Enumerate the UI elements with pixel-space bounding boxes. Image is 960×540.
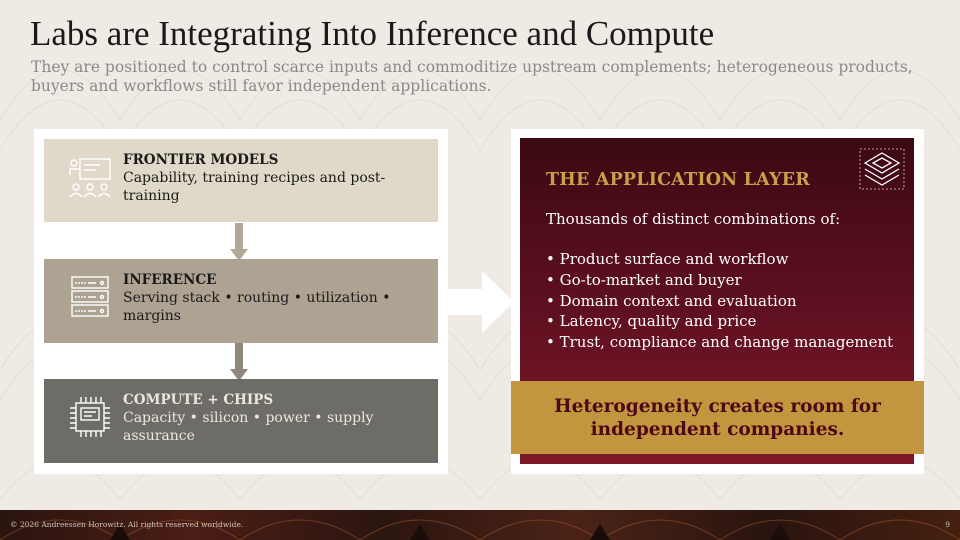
- copyright-notice: © 2026 Andreessen Horowitz. All rights r…: [10, 520, 244, 529]
- application-layer-panel: THE APPLICATION LAYER Thousands of disti…: [511, 129, 924, 474]
- stack-desc: Capacity • silicon • power • supply assu…: [123, 410, 374, 444]
- stack-box-inference: INFERENCE Serving stack • routing • util…: [44, 259, 438, 343]
- stack-desc: Capability, training recipes and post-tr…: [123, 170, 386, 204]
- stack-title: FRONTIER MODELS: [123, 152, 279, 168]
- list-item: Trust, compliance and change management: [546, 332, 894, 353]
- list-item: Go-to-market and buyer: [546, 270, 893, 291]
- page-number: 9: [945, 520, 950, 529]
- callout-text: Heterogeneity creates room for independe…: [554, 395, 881, 440]
- footer-decorative-pattern: [0, 519, 960, 540]
- heterogeneity-callout: Heterogeneity creates room for independe…: [511, 381, 924, 454]
- stack-box-compute-chips: COMPUTE + CHIPS Capacity • silicon • pow…: [44, 379, 438, 463]
- down-arrow-icon: [230, 223, 248, 261]
- slide-title: Labs are Integrating Into Inference and …: [30, 14, 715, 53]
- server-rack-icon: [71, 276, 109, 317]
- list-item: Product surface and workflow: [546, 249, 893, 270]
- application-layer-title: THE APPLICATION LAYER: [546, 170, 811, 190]
- chip-icon: [70, 397, 110, 437]
- list-item: Domain context and evaluation: [546, 291, 893, 312]
- stack-box-frontier-models: FRONTIER MODELS Capability, training rec…: [44, 139, 438, 222]
- presentation-icon: [69, 158, 111, 198]
- footer-band: © 2026 Andreessen Horowitz. All rights r…: [0, 510, 960, 540]
- stack-title: INFERENCE: [123, 272, 217, 288]
- down-arrow-icon: [230, 343, 248, 381]
- application-layer-intro: Thousands of distinct combinations of:: [546, 210, 841, 228]
- stack-desc: Serving stack • routing • utilization • …: [123, 290, 391, 324]
- stack-title: COMPUTE + CHIPS: [123, 392, 274, 408]
- right-arrow-icon: [446, 271, 514, 333]
- application-layer-list: Product surface and workflow Go-to-marke…: [546, 249, 894, 353]
- slide-subtitle: They are positioned to control scarce in…: [31, 58, 913, 95]
- list-item: Latency, quality and price: [546, 311, 893, 332]
- compute-stack-panel: FRONTIER MODELS Capability, training rec…: [34, 129, 448, 474]
- layers-icon: [859, 148, 905, 190]
